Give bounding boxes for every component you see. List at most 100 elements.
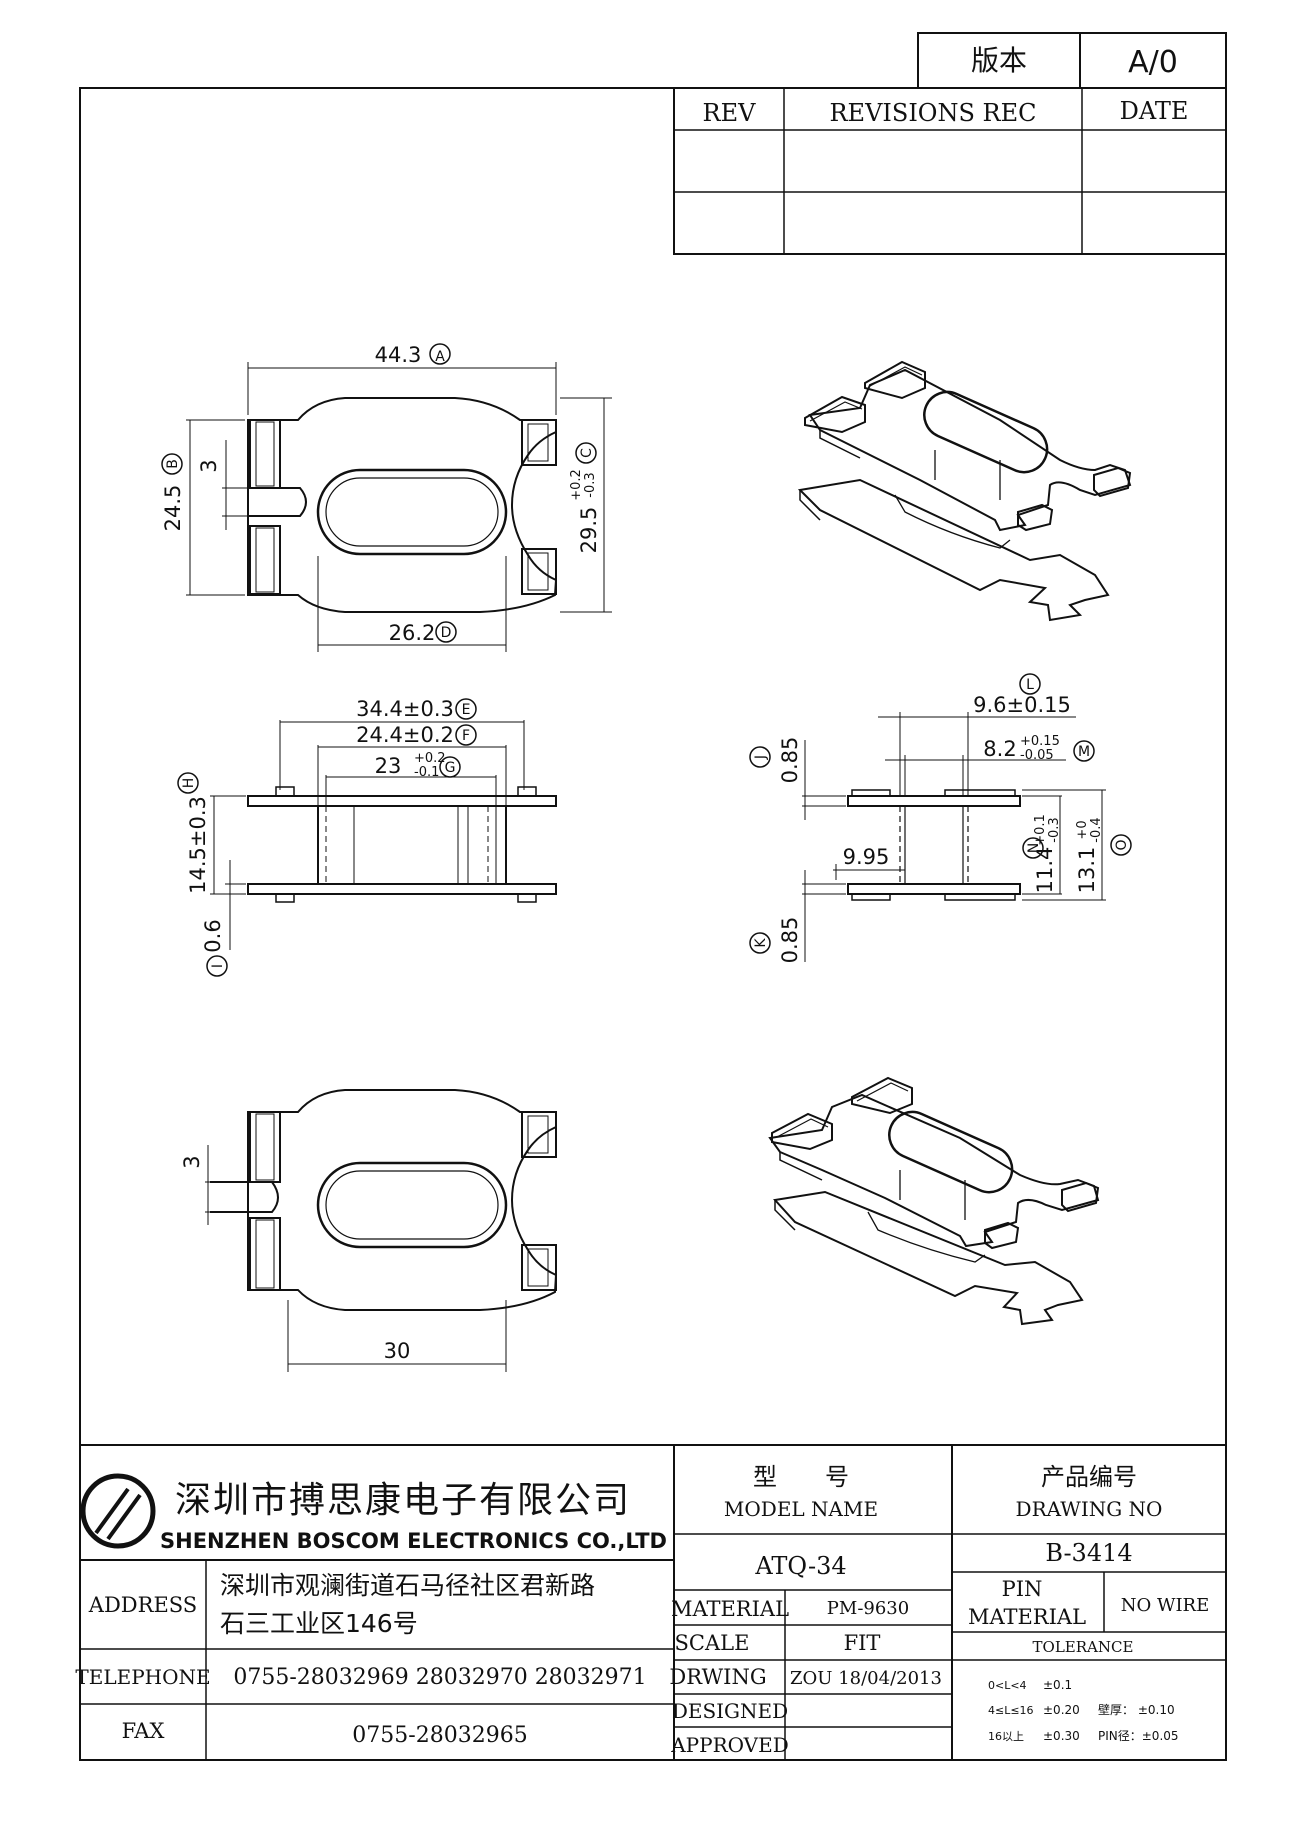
dim-a-ref: A: [435, 349, 445, 365]
version-value: A/0: [1128, 45, 1178, 80]
bottom-dim-width-value: 30: [384, 1339, 411, 1363]
title-block: 深圳市搏思康电子有限公司 SHENZHEN BOSCOM ELECTRONICS…: [75, 1444, 1226, 1760]
telephone-value: 0755-28032969 28032970 28032971: [233, 1665, 646, 1690]
bottom-dim-slot-value: 3: [180, 1155, 204, 1168]
isometric-view-bottom: [768, 1076, 1100, 1326]
version-label: 版本: [971, 44, 1027, 77]
drawing-no-value: B-3414: [1045, 1539, 1132, 1567]
dim-c-tol-up: +0.2: [569, 469, 584, 501]
pin-value: NO WIRE: [1121, 1595, 1210, 1616]
dim-b-ref: B: [165, 459, 181, 469]
dim-n-value: 11.4: [1033, 847, 1057, 894]
version-box: 版本 A/0: [917, 32, 1227, 89]
tol-row1-range: 0<L<4: [988, 1679, 1027, 1692]
model-label-en: MODEL NAME: [724, 1497, 878, 1521]
dim-m-ref: M: [1078, 744, 1090, 760]
dim-n-tol-up: +0.1: [1033, 814, 1048, 846]
model-value: ATQ-34: [754, 1552, 846, 1580]
dim-i-ref: I: [210, 964, 226, 968]
dim-f-value: 24.4±0.2: [356, 723, 454, 747]
dim-j-value: 0.85: [778, 737, 802, 784]
address-line-2: 石三工业区146号: [220, 1609, 418, 1638]
model-label-cn: 型 号: [753, 1463, 849, 1491]
dim-d-ref: D: [441, 625, 452, 641]
tol-row2-val: ±0.20: [1043, 1703, 1080, 1717]
dim-m-tol-up: +0.15: [1020, 734, 1060, 749]
tol-row2-wall: 壁厚： ±0.10: [1098, 1702, 1175, 1717]
tol-row2-range: 4≤L≤16: [988, 1704, 1034, 1717]
top-view: [247, 397, 558, 613]
dim-k-value: 0.85: [778, 917, 802, 964]
scale-value: FIT: [844, 1631, 881, 1655]
scale-label: SCALE: [675, 1631, 750, 1655]
isometric-view-top: [797, 360, 1132, 622]
date-header: DATE: [1120, 97, 1189, 125]
fax-label: FAX: [122, 1719, 165, 1743]
dim-g-tol-dn: -0.1: [414, 765, 439, 780]
dim-m-value: 8.2: [983, 737, 1016, 761]
bottom-view: [210, 1089, 558, 1311]
drwing-label: DRWING: [669, 1665, 766, 1689]
dim-n-tol-dn: -0.3: [1047, 817, 1062, 842]
dim-l-value: 9.6±0.15: [973, 693, 1071, 717]
dim-h-value: 14.5±0.3: [186, 796, 210, 894]
dim-c-tol-dn: -0.3: [583, 472, 598, 497]
dim-e-ref: E: [462, 702, 471, 718]
material-value: PM-9630: [827, 1598, 909, 1619]
dim-a-value: 44.3: [375, 343, 422, 367]
front-view-dimensions: 34.4±0.3 E 24.4±0.2 F 23 +0.2 -0.1 G 14.…: [177, 697, 525, 977]
telephone-label: TELEPHONE: [75, 1665, 210, 1689]
dim-o-ref: O: [1114, 839, 1130, 850]
dim-i-value: 0.6: [201, 919, 225, 952]
dim-o-tol-dn: -0.4: [1089, 817, 1104, 842]
rev-header: REV: [703, 99, 757, 127]
top-view-dimensions: 44.3 A 24.5 B 3 29.5 +0.2 -0.3 C 26.2 D: [161, 343, 612, 652]
pin-label-2: MATERIAL: [968, 1605, 1086, 1629]
address-label: ADDRESS: [88, 1593, 197, 1617]
tol-row3-range: 16以上: [988, 1730, 1024, 1743]
approved-label: APPROVED: [670, 1733, 789, 1757]
drawing-no-label-cn: 产品编号: [1041, 1463, 1137, 1491]
dim-n-ref: N: [1026, 843, 1042, 853]
dim-o-value: 13.1: [1075, 847, 1099, 894]
company-name-en: SHENZHEN BOSCOM ELECTRONICS CO.,LTD: [160, 1529, 667, 1553]
dim-c-value: 29.5: [577, 507, 601, 554]
revisions-rec-header: REVISIONS REC: [829, 99, 1036, 127]
dim-h-ref: H: [181, 778, 197, 789]
dim-c-ref: C: [579, 448, 595, 458]
dim-e-value: 34.4±0.3: [356, 697, 454, 721]
address-line-1: 深圳市观澜街道石马径社区君新路: [220, 1571, 595, 1600]
dim-f-ref: F: [462, 728, 470, 744]
dim-g-value: 23: [375, 754, 402, 778]
bottom-view-dimensions: 3 30: [180, 1145, 507, 1372]
front-view: [247, 786, 557, 903]
dim-o-tol-up: +0: [1075, 820, 1090, 839]
tolerance-label: TOLERANCE: [1033, 1638, 1134, 1656]
dim-j-ref: J: [753, 755, 769, 760]
dim-d-value: 26.2: [389, 621, 436, 645]
tol-row1-val: ±0.1: [1043, 1678, 1072, 1692]
designed-label: DESIGNED: [672, 1699, 788, 1723]
tol-row3-pin: PIN径：±0.05: [1098, 1729, 1179, 1743]
side-view: [847, 789, 1021, 901]
dim-g-tol-up: +0.2: [414, 751, 446, 766]
tol-row3-val: ±0.30: [1043, 1729, 1080, 1743]
dim-b-value: 24.5: [161, 485, 185, 532]
dim-m-tol-dn: -0.05: [1020, 748, 1054, 763]
dim-l-ref: L: [1026, 677, 1034, 693]
fax-value: 0755-28032965: [352, 1723, 527, 1748]
company-logo: [80, 1473, 156, 1549]
dim-slot-value: 3: [197, 459, 221, 472]
material-label: MATERIAL: [671, 1597, 789, 1621]
revision-table: REV REVISIONS REC DATE: [673, 87, 1227, 255]
dim-k-ref: K: [753, 938, 769, 948]
pin-label-1: PIN: [1002, 1577, 1043, 1601]
sheet-border: [79, 87, 1227, 1761]
dim-g-ref: G: [445, 760, 456, 776]
dim-offset-value: 9.95: [843, 845, 890, 869]
company-name-cn: 深圳市搏思康电子有限公司: [175, 1480, 631, 1521]
drawing-no-label-en: DRAWING NO: [1016, 1497, 1163, 1521]
drwing-value: ZOU 18/04/2013: [790, 1668, 942, 1689]
side-view-dimensions: 0.85 J 0.85 K 9.6±0.15 L 8.2 +0.15 -0.05…: [749, 673, 1132, 964]
